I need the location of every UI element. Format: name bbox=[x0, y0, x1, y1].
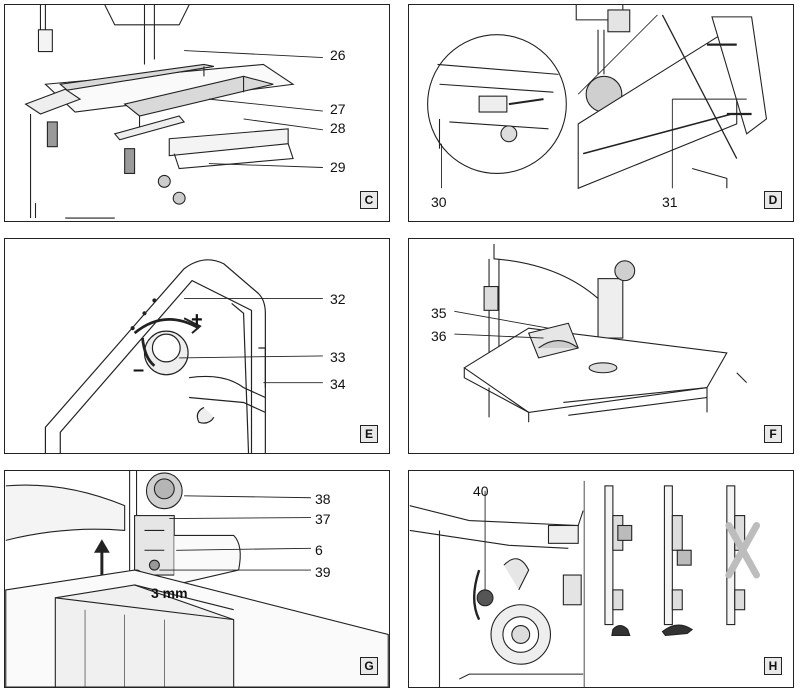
panel-e-tension-knob: + – 32 33 34 E bbox=[4, 238, 390, 454]
panel-c-fence-assembly: 26 27 28 29 C bbox=[4, 4, 390, 222]
blade-speed-illustration bbox=[409, 480, 761, 687]
panel-tag-g: G bbox=[360, 657, 378, 675]
panel-tag-h: H bbox=[764, 657, 782, 675]
callout-31: 31 bbox=[662, 194, 678, 210]
callout-29: 29 bbox=[330, 159, 346, 175]
decrease-tension-sign: – bbox=[133, 359, 145, 381]
tension-knob-illustration bbox=[44, 259, 323, 453]
panel-tag-f: F bbox=[764, 425, 782, 443]
panel-tag-c: C bbox=[360, 191, 378, 209]
panel-tag-e: E bbox=[360, 425, 378, 443]
callout-39: 39 bbox=[315, 564, 331, 580]
callout-27: 27 bbox=[330, 101, 346, 117]
callout-36: 36 bbox=[431, 328, 447, 344]
callout-32: 32 bbox=[330, 291, 346, 307]
callout-35: 35 bbox=[431, 305, 447, 321]
callout-38: 38 bbox=[315, 491, 331, 507]
fence-rails-illustration bbox=[24, 5, 323, 219]
panel-f-table-tilt: 35 36 F bbox=[408, 238, 794, 454]
callout-30: 30 bbox=[431, 194, 447, 210]
table-extension-illustration bbox=[427, 5, 768, 190]
callout-6: 6 bbox=[315, 542, 323, 558]
blade-guide-illustration bbox=[5, 471, 389, 687]
panel-h-blade-speed: 40 H bbox=[408, 470, 794, 688]
callout-26: 26 bbox=[330, 47, 346, 63]
panel-tag-d: D bbox=[764, 191, 782, 209]
callout-37: 37 bbox=[315, 511, 331, 527]
callout-28: 28 bbox=[330, 120, 346, 136]
increase-tension-sign: + bbox=[191, 309, 203, 331]
blade-gap-label: 3 mm bbox=[151, 585, 188, 601]
panel-d-table-extension: 30 31 D bbox=[408, 4, 794, 222]
panel-g-blade-guide: 38 37 6 39 3 mm G bbox=[4, 470, 390, 688]
callout-40: 40 bbox=[473, 483, 489, 499]
callout-34: 34 bbox=[330, 376, 346, 392]
table-tilt-illustration bbox=[454, 243, 748, 423]
callout-33: 33 bbox=[330, 349, 346, 365]
